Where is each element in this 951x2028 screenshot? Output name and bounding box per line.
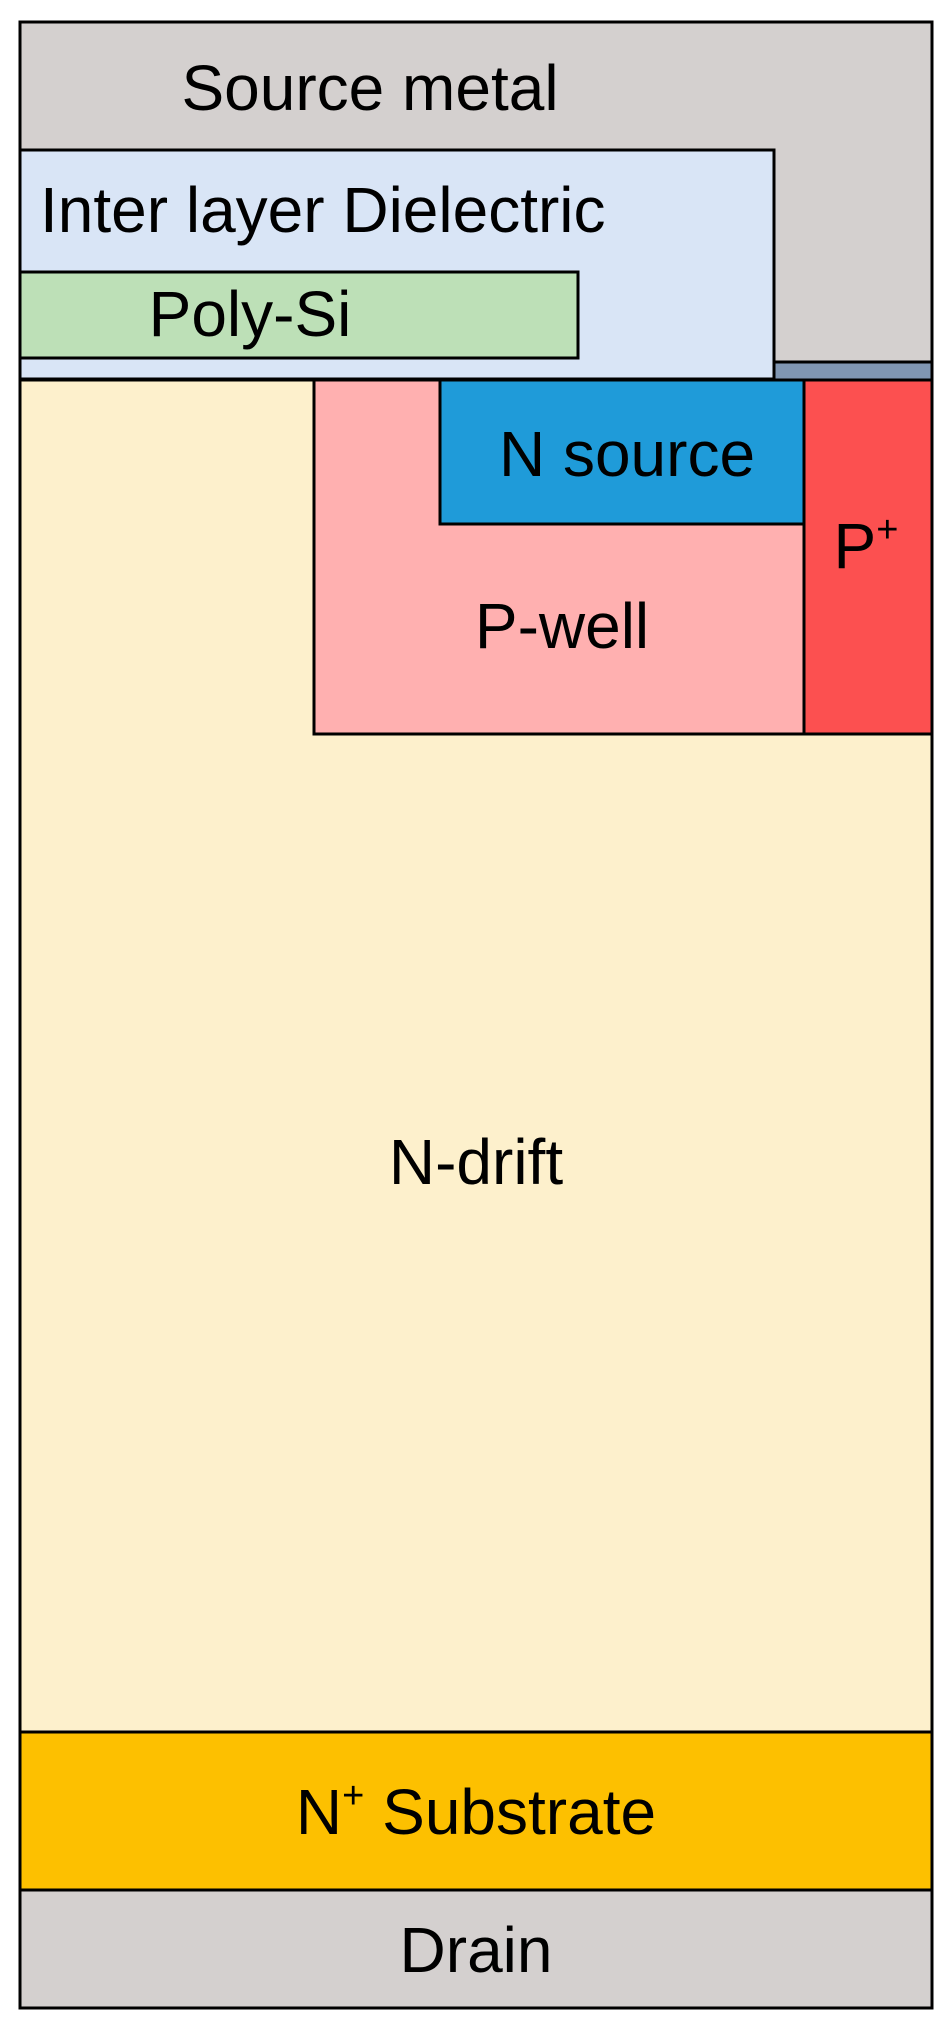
source-metal-label: Source metal: [181, 52, 558, 124]
p-plus-region: [802, 378, 934, 736]
drain-region: [18, 1888, 934, 2010]
n-plus-substrate-label: N+ Substrate: [296, 1775, 656, 1848]
n-source-label: N source: [499, 418, 755, 490]
p-well-label: P-well: [475, 590, 649, 662]
poly-si-region: [18, 270, 580, 360]
p-plus-label-superscript: +: [876, 509, 898, 551]
n-plus-substrate-region: [18, 1730, 934, 1892]
n-plus-substrate-label-main: N: [296, 1776, 342, 1848]
ild-label: Inter layer Dielectric: [40, 174, 606, 246]
n-plus-substrate-label-rest: Substrate: [364, 1776, 656, 1848]
n-drift-label: N-drift: [389, 1126, 563, 1198]
p-plus-label: P+: [834, 509, 899, 582]
drain-label: Drain: [400, 1914, 553, 1986]
n-source-region: [438, 378, 806, 526]
poly-si-label: Poly-Si: [149, 278, 352, 350]
contact-strip-region: [772, 360, 934, 382]
p-plus-label-main: P: [834, 510, 877, 582]
n-plus-substrate-label-superscript: +: [342, 1775, 364, 1817]
